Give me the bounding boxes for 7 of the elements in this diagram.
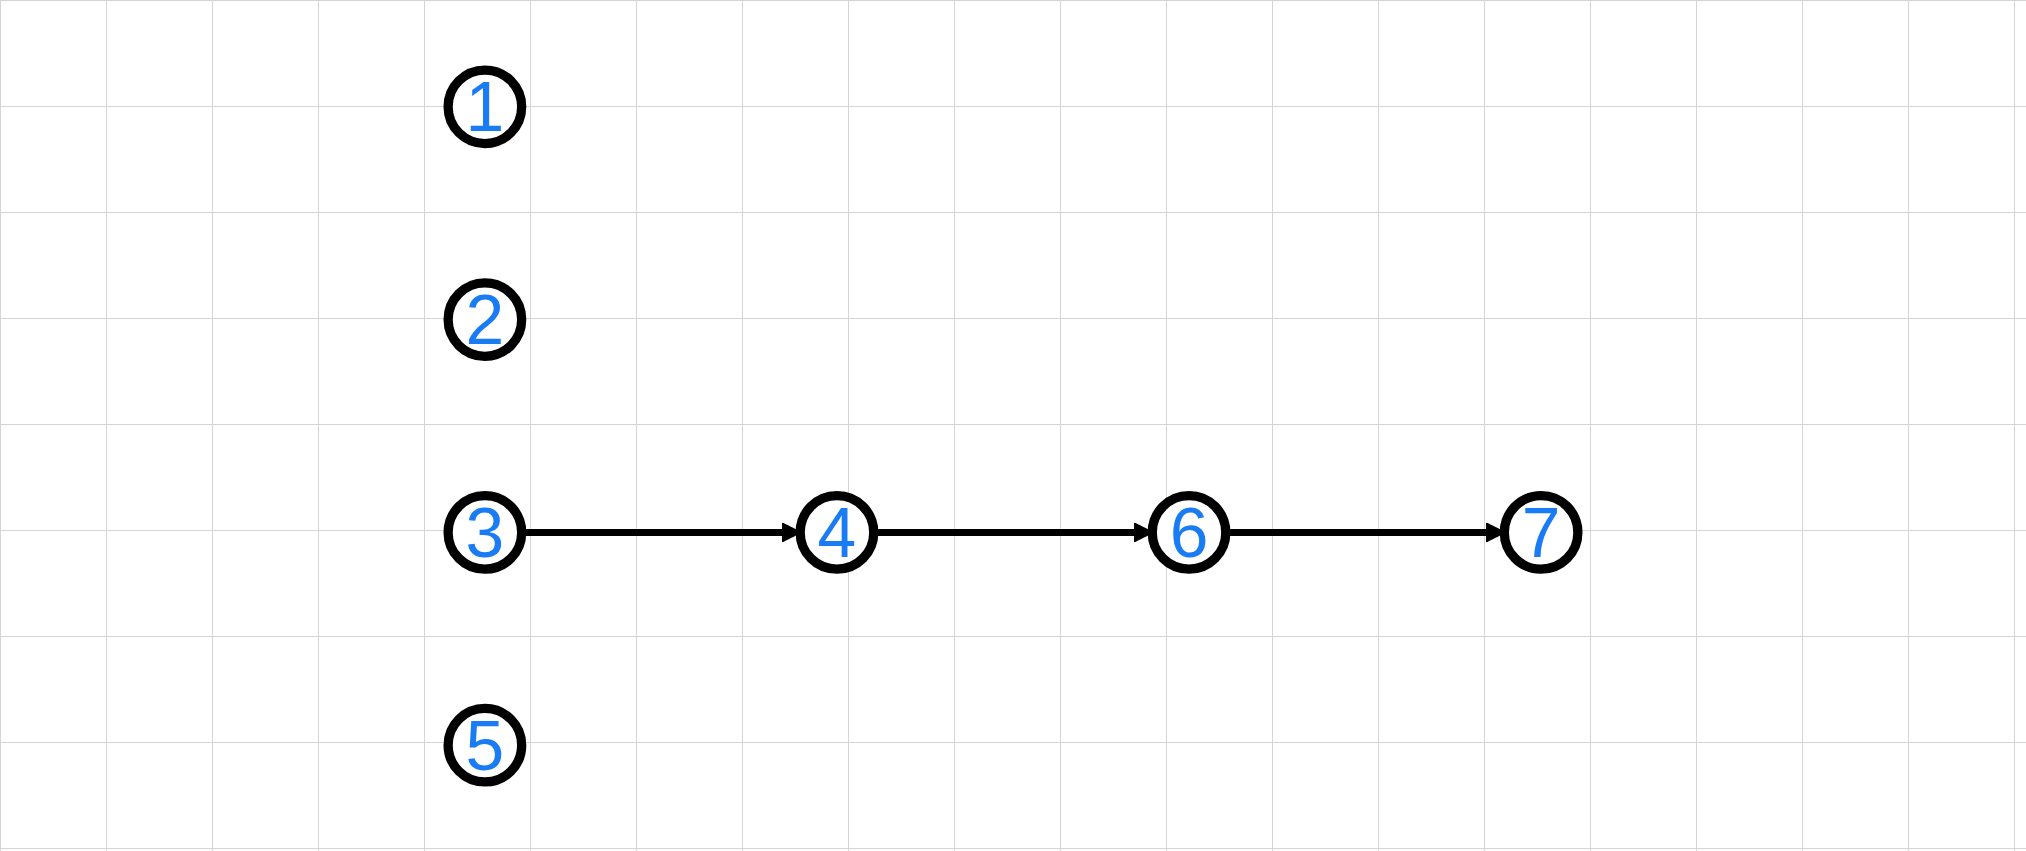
node-circle: 4 (795, 490, 879, 574)
node-circle: 7 (1499, 490, 1583, 574)
node-circle: 2 (443, 277, 527, 361)
node-circle: 3 (443, 490, 527, 574)
node-circle: 6 (1147, 490, 1231, 574)
node-circle: 5 (443, 703, 527, 787)
node-circle: 1 (443, 64, 527, 148)
